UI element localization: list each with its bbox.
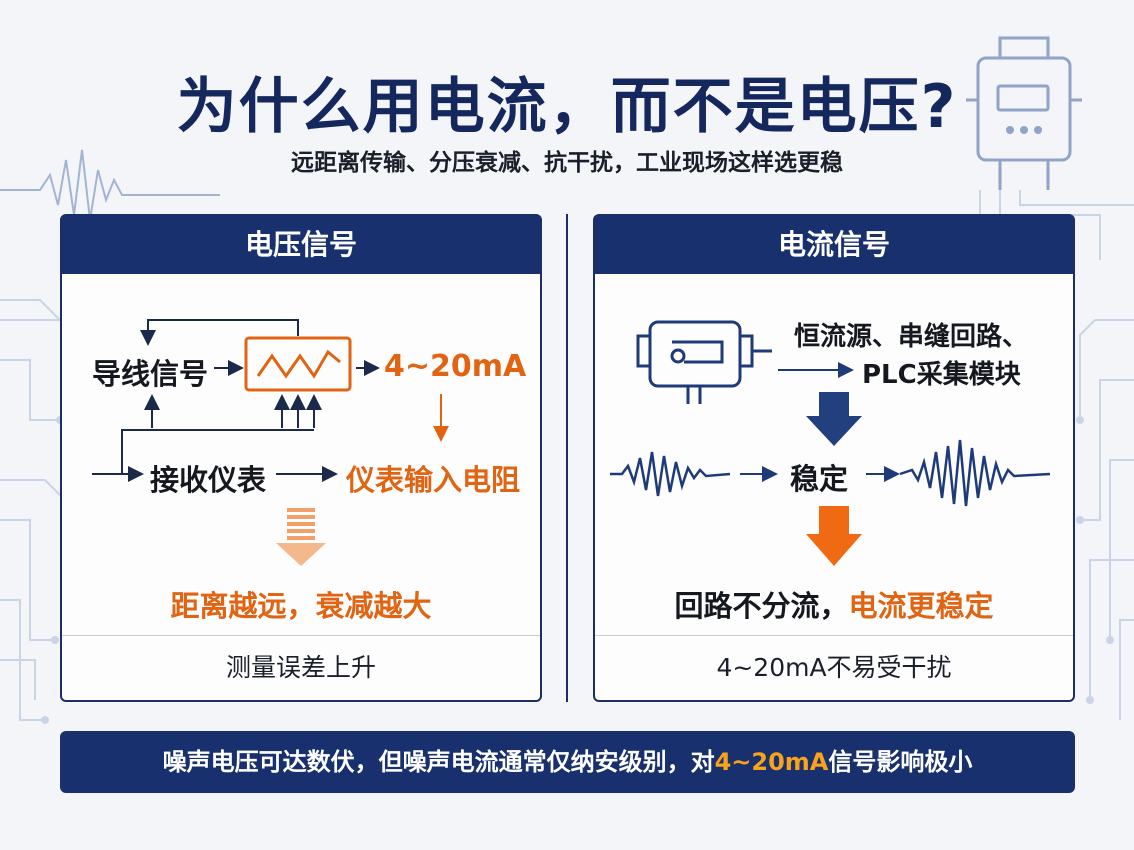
current-result-prefix: 回路不分流， [674, 589, 849, 623]
voltage-panel-header: 电压信号 [62, 216, 540, 274]
panel-divider [566, 214, 568, 702]
orange-down-arrow-icon [806, 506, 862, 566]
banner-highlight: 4~20mA [714, 748, 829, 776]
voltage-panel-footer: 测量误差上升 [62, 635, 540, 700]
current-panel-footer: 4~20mA不易受干扰 [595, 635, 1073, 700]
current-panel-header: 电流信号 [595, 216, 1073, 274]
current-result-highlight: 电流更稳定 [848, 589, 994, 623]
current-result-text: 回路不分流，电流更稳定 [593, 583, 1075, 625]
banner-suffix: 信号影响极小 [828, 748, 973, 776]
noisy-wave-icon [610, 451, 731, 497]
navy-down-arrow-icon [806, 392, 862, 446]
attenuation-arrow-icon [276, 508, 326, 566]
waveform-decoration [0, 149, 220, 221]
instrument-input-resistance-label: 仪表输入电阻 [346, 463, 521, 497]
voltage-signal-panel: 电压信号 测量误差上升 [60, 214, 542, 702]
page-title: 为什么用电流，而不是电压? [176, 72, 958, 142]
bottom-summary-banner: 噪声电压可达数伏，但噪声电流通常仅纳安级别，对4~20mA信号影响极小 [60, 731, 1075, 793]
banner-prefix: 噪声电压可达数伏，但噪声电流通常仅纳安级别，对 [162, 748, 715, 776]
current-source-icon [636, 320, 772, 404]
attenuation-result-text: 距离越远，衰减越大 [170, 589, 432, 623]
current-signal-panel: 电流信号 4~20mA不易受干扰 [593, 214, 1075, 702]
transmitter-device-icon [966, 36, 1082, 190]
current-range-label: 4~20mA [384, 349, 527, 384]
current-source-description-line2: PLC采集模块 [862, 360, 1021, 390]
current-source-description-line1: 恒流源、串缝回路、 [794, 322, 1029, 352]
stable-wave-icon [899, 439, 1051, 507]
receiving-instrument-label: 接收仪表 [150, 463, 267, 497]
page-subtitle: 远距离传输、分压衰减、抗干扰，工业现场这样选更稳 [291, 150, 843, 176]
signal-amplifier-icon [244, 336, 352, 392]
stable-label: 稳定 [790, 462, 849, 496]
conductor-signal-label: 导线信号 [92, 357, 209, 391]
